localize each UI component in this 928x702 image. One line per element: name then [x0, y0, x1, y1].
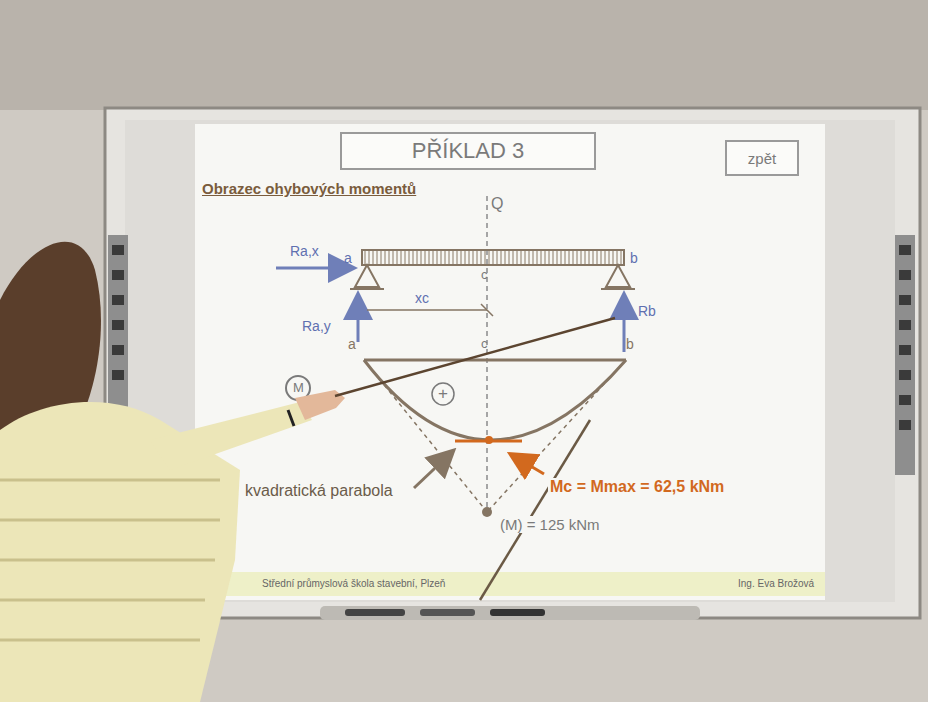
point-name: c [481, 268, 488, 283]
reaction-name: Rb [638, 303, 656, 319]
point-name: b [626, 336, 634, 352]
section-heading: Obrazec ohybových momentů [202, 180, 416, 197]
moment-value: (M) = 125 kNm [498, 516, 602, 533]
footer-author: Ing. Eva Brožová [738, 578, 814, 590]
reaction-name: Ra,x [290, 243, 319, 259]
point-name: c [481, 337, 488, 352]
load-name: Q [491, 195, 503, 213]
diagram-symbol: M [293, 381, 304, 396]
dimension-name: xc [415, 290, 429, 306]
title-box: PŘÍKLAD 3 [340, 132, 596, 170]
sign-symbol: + [438, 384, 448, 404]
callout-note: kvadratická parabola [243, 482, 395, 500]
support-name: b [630, 250, 638, 266]
support-name: a [344, 250, 352, 266]
footer-school: Střední průmyslová škola stavební, Plzeň [262, 578, 445, 590]
reaction-name: Ra,y [302, 318, 331, 334]
slide-title: PŘÍKLAD 3 [412, 138, 525, 164]
point-name: a [348, 336, 356, 352]
max-moment: Mc = Mmax = 62,5 kNm [548, 478, 726, 496]
button-text: zpět [748, 150, 776, 167]
back-button: zpět [725, 140, 799, 176]
